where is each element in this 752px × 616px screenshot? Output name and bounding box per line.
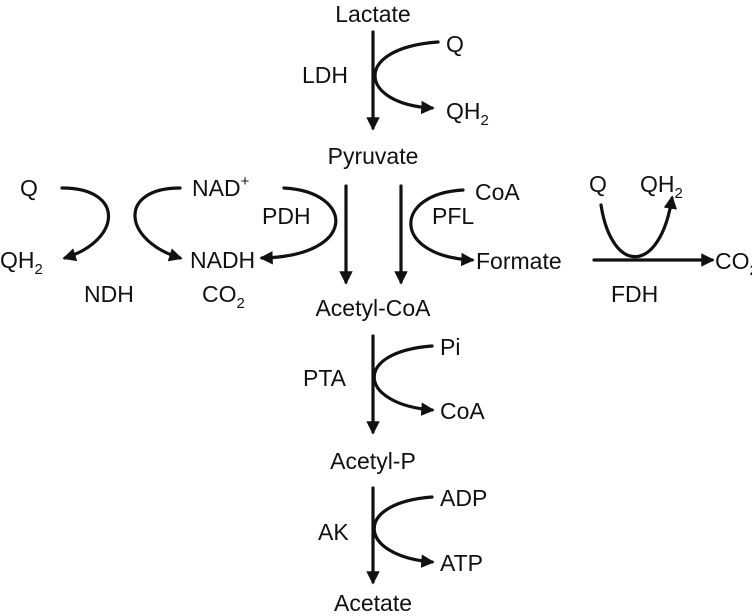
qh2-fdh-label: QH2	[640, 171, 683, 202]
ak-enzyme-label: AK	[318, 519, 349, 545]
q-ndh-label: Q	[20, 175, 38, 201]
fdh-side-arrow	[599, 195, 677, 259]
ndh-enzyme-label: NDH	[84, 281, 134, 307]
pdh-side-arrow	[259, 186, 338, 265]
coa-pta-label: CoA	[440, 398, 485, 424]
nadh-label: NADH	[190, 247, 255, 273]
adp-label: ADP	[440, 485, 487, 511]
co2-pdh-label: CO2	[202, 281, 245, 312]
acetyl-coa-label: Acetyl-CoA	[315, 295, 431, 321]
co2-fdh-label: CO2	[715, 248, 752, 279]
ndh-crossing-arrow-2	[133, 186, 183, 262]
pfl-enzyme-label: PFL	[432, 203, 474, 229]
ndh-crossing-arrow-1	[60, 186, 111, 262]
fdh-enzyme-label: FDH	[611, 281, 658, 307]
pyruvate-label: Pyruvate	[328, 143, 419, 169]
pta-enzyme-label: PTA	[303, 365, 347, 391]
q-fdh-label: Q	[589, 171, 607, 197]
qh2-top-label: QH2	[446, 98, 489, 129]
ldh-side-arrow	[373, 40, 440, 115]
pdh-enzyme-label: PDH	[262, 203, 311, 229]
q-top-label: Q	[446, 31, 464, 57]
coa-pfl-label: CoA	[475, 179, 520, 205]
pfl-side-arrow	[409, 188, 475, 267]
pta-side-arrow	[372, 344, 435, 416]
acetate-label: Acetate	[334, 590, 412, 616]
ak-side-arrow	[372, 495, 435, 568]
ldh-enzyme-label: LDH	[302, 62, 348, 88]
qh2-ndh-label: QH2	[0, 247, 43, 278]
formate-label: Formate	[476, 248, 562, 274]
pi-label: Pi	[440, 334, 460, 360]
acetyl-p-label: Acetyl-P	[330, 448, 416, 474]
nad-label: NAD+	[192, 173, 250, 201]
atp-label: ATP	[440, 550, 483, 576]
lactate-label: Lactate	[335, 1, 410, 27]
